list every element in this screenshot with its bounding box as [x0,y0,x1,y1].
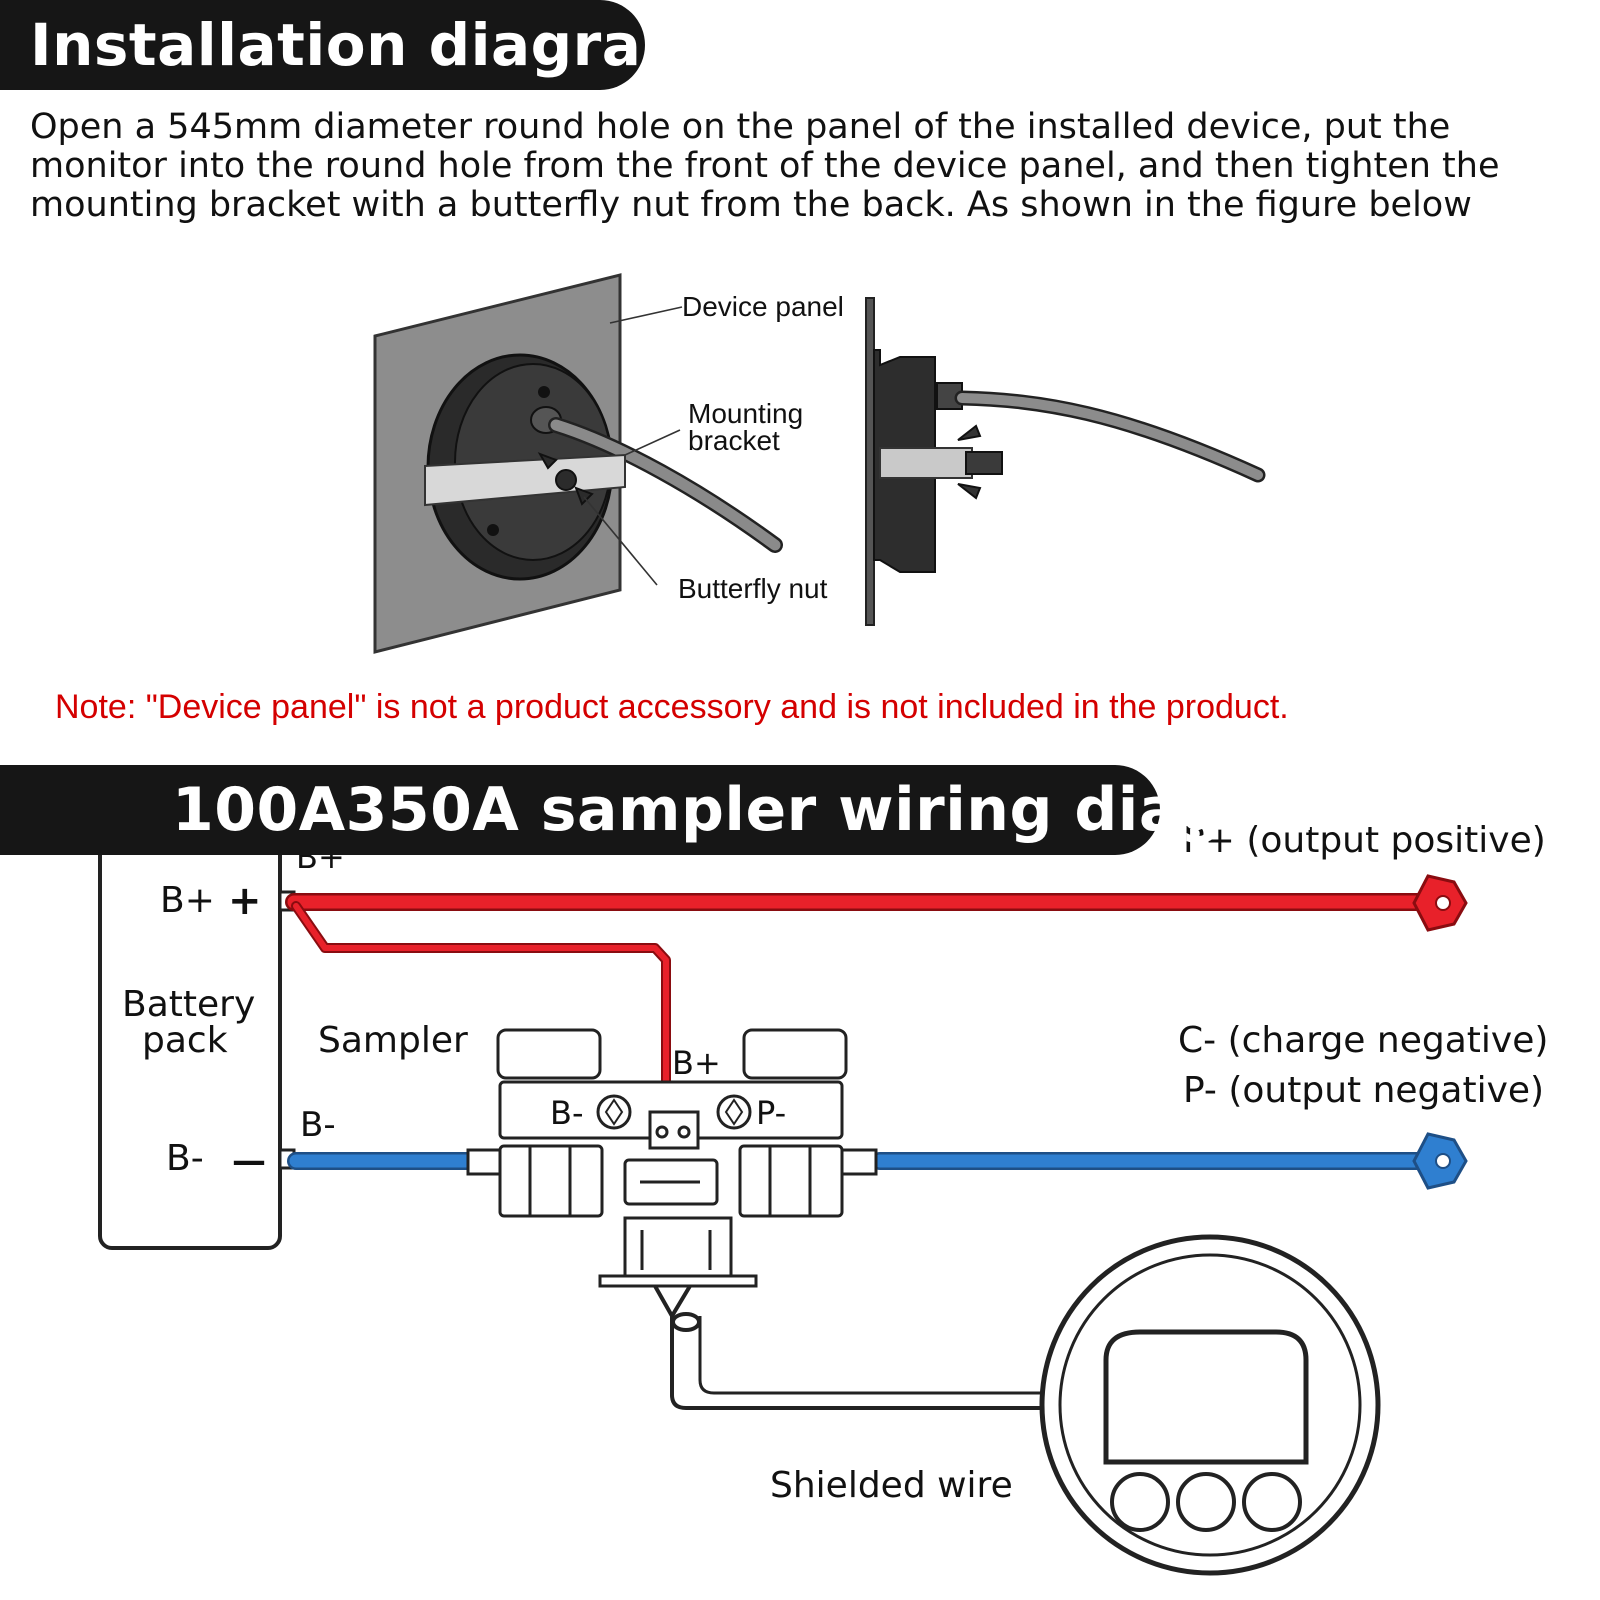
sampler-label: Sampler [318,1020,468,1061]
label-device-panel: Device panel [682,291,844,322]
callout-lines [583,306,683,586]
label-mounting-bracket-1: Mounting [688,398,803,429]
c-minus-label: C- (charge negative) [1178,1020,1548,1061]
sampler-b-plus-label: B+ [672,1044,721,1082]
monitor-display [1039,1234,1381,1576]
panel-side-view [865,297,1266,626]
installation-title: Installation diagram [30,11,703,79]
device-panel-note: Note: "Device panel" is not a product ac… [55,688,1289,726]
shielded-wire [653,1284,1052,1410]
installation-title-banner: Installation diagram [0,0,702,90]
wiring-title: 100A350A sampler wiring diagram [172,775,1358,845]
battery-label-2: pack [142,1020,228,1061]
panel-front-view [373,273,783,654]
c-minus-terminal [1412,1132,1468,1190]
sampler-b-minus-label: B- [550,1094,584,1132]
wire-b-minus-label: B- [300,1105,336,1145]
battery-neg-label: B- [166,1138,204,1179]
battery-label-1: Battery [122,984,255,1025]
battery-neg-sign: — [232,1141,266,1181]
positive-wires [285,893,1429,1133]
battery-pos-label: B+ [160,880,215,921]
p-plus-label: P+ (output positive) [1183,820,1546,861]
sampler-block [466,1028,878,1288]
label-butterfly-nut: Butterfly nut [678,573,828,604]
wiring-title-banner: 100A350A sampler wiring diagram [0,765,1357,855]
installation-instructions: Open a 545mm diameter round hole on the … [30,107,1500,225]
sampler-screw-marks [604,1098,744,1126]
sampler-p-minus-label: P- [756,1094,786,1132]
label-mounting-bracket-2: bracket [688,425,780,456]
p-minus-label: P- (output negative) [1183,1070,1544,1111]
p-plus-terminal [1412,874,1468,932]
shielded-wire-label: Shielded wire [770,1465,1013,1506]
battery-pos-sign: + [228,878,262,924]
